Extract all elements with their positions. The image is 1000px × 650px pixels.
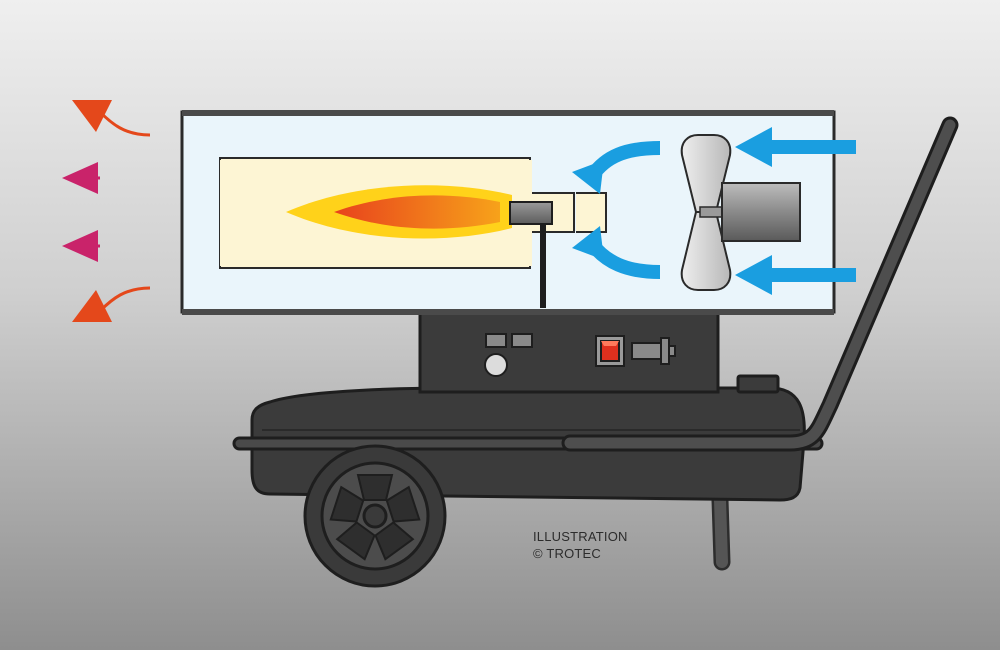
hot-air-outlet-arrows <box>62 100 151 322</box>
hot-air-arrow-bottom <box>98 286 151 313</box>
illustration-caption: ILLUSTRATION © TROTEC <box>533 528 628 562</box>
cold-air-arrow-bottom <box>735 255 856 295</box>
indicator-panel-left <box>485 333 507 348</box>
fan-icon <box>680 134 732 291</box>
cold-air-curved-arrows <box>572 141 661 279</box>
flame-icon <box>286 185 512 239</box>
hot-air-arrow-top <box>98 110 151 137</box>
airflow-lines <box>150 133 592 290</box>
wheel-icon <box>303 444 447 588</box>
power-switch-icon[interactable] <box>595 335 625 367</box>
push-handle[interactable] <box>561 116 959 452</box>
motor-icon <box>699 182 801 242</box>
indicator-panel-right <box>511 333 533 348</box>
burner-nozzle-icon <box>509 201 553 308</box>
cold-air-intake-arrows <box>735 127 856 295</box>
cold-air-arrow-top <box>735 127 856 167</box>
connector-plug-icon <box>631 337 676 365</box>
thermostat-knob[interactable] <box>484 353 508 377</box>
caption-line-copyright: © TROTEC <box>533 546 601 561</box>
control-box <box>418 310 720 394</box>
caption-line-illustration: ILLUSTRATION <box>533 529 628 544</box>
